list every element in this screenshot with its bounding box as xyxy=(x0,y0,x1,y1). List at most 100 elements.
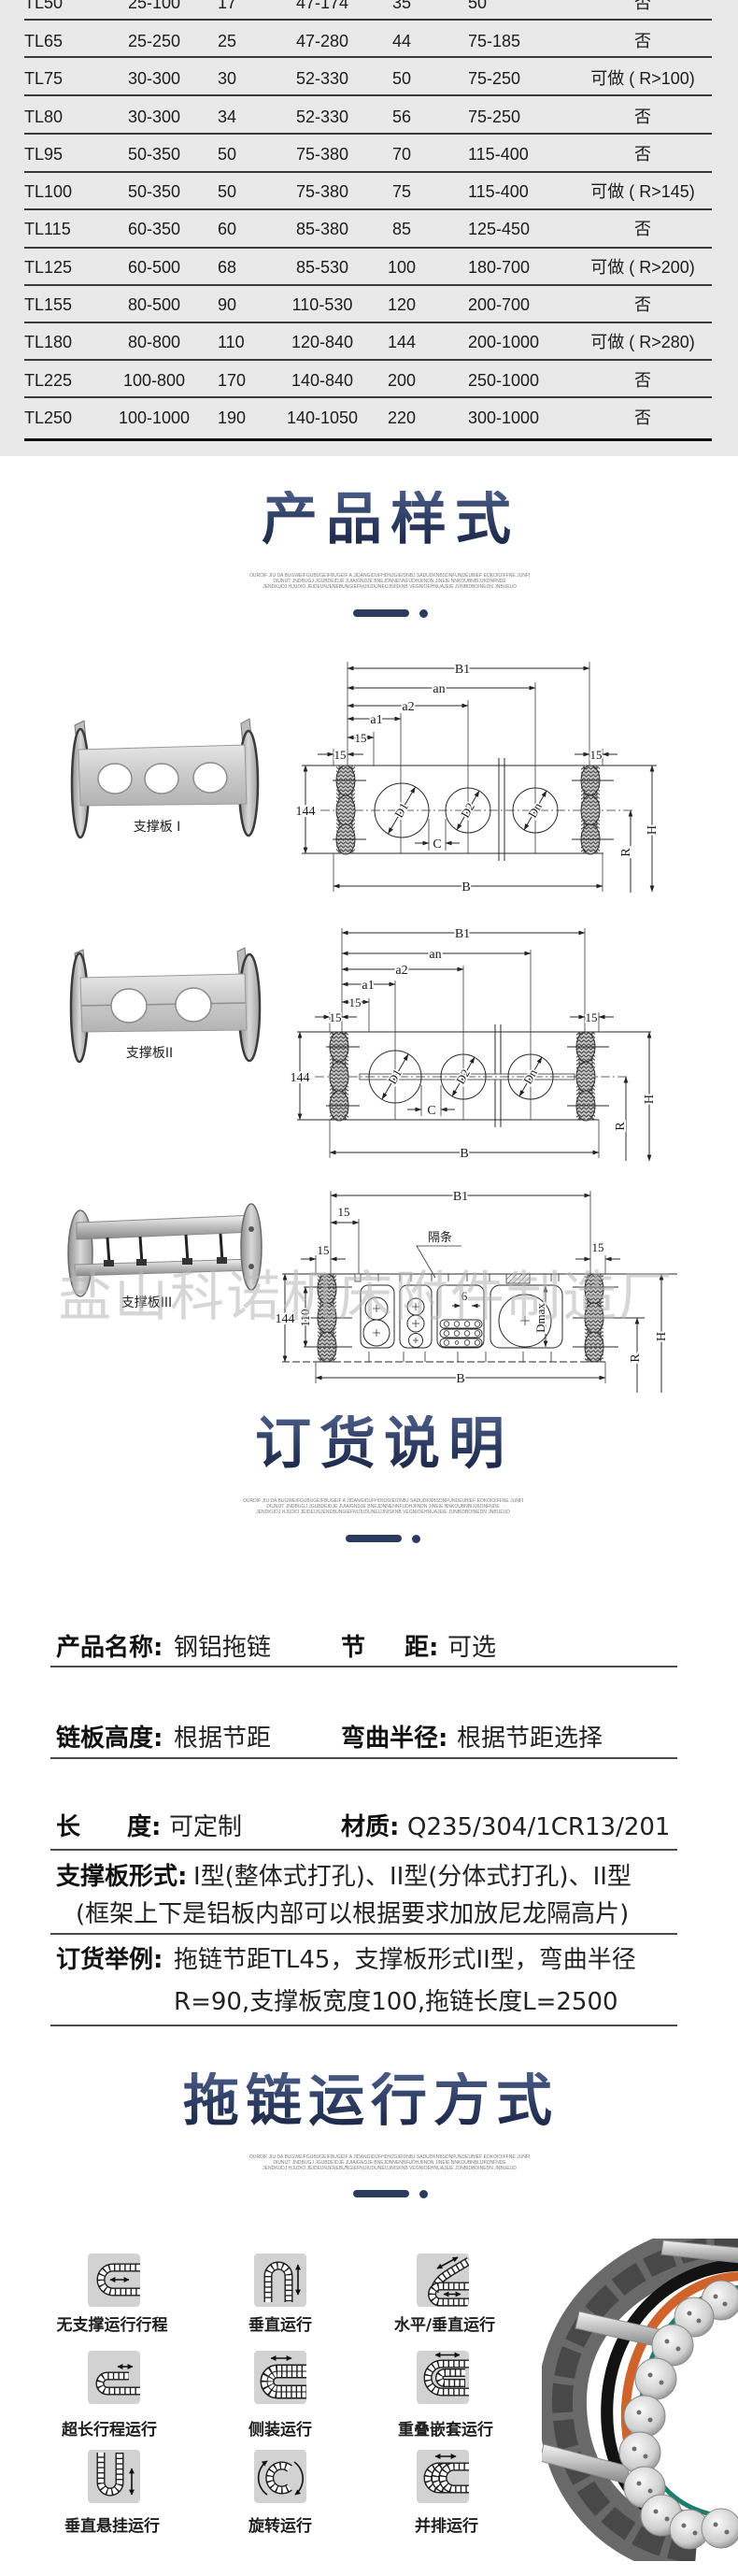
dim-b: B xyxy=(456,1372,464,1386)
cell: 否 xyxy=(634,0,651,12)
field-value-order-example: 拖链节距TL45，支撑板形式II型，弯曲半径 xyxy=(174,1946,636,1974)
cell: 35 xyxy=(391,0,412,12)
run-mode-label: 超长行程运行 xyxy=(62,2421,157,2440)
row-divider xyxy=(50,1849,677,1851)
dim-r: R xyxy=(629,1353,643,1363)
cell: 34 xyxy=(218,107,237,126)
field-label-material: 材质: xyxy=(341,1813,400,1841)
title-underline-bar xyxy=(346,1535,402,1542)
cell-model: TL225 xyxy=(24,371,73,390)
row-divider xyxy=(24,322,712,323)
dim-15-right: 15 xyxy=(592,1240,604,1254)
run-mode-label: 垂直运行 xyxy=(248,2316,312,2335)
dim-15-right: 15 xyxy=(590,748,603,762)
cell: 否 xyxy=(634,32,651,50)
cell: 30-300 xyxy=(127,69,181,88)
side-by-side-icon xyxy=(417,2450,469,2503)
row-divider xyxy=(50,1757,677,1759)
field-value-support-type: I型(整体式打孔)、II型(分体式打孔)、II型 xyxy=(193,1863,632,1891)
support-plate-1-photo: 支撑板 I xyxy=(70,718,260,839)
microtext-line: OURDIF JIU DA BUGWEIFGUBUGEIFBUGEIF A JI… xyxy=(249,573,530,579)
cell-model: TL125 xyxy=(24,258,73,277)
cell-model: TL100 xyxy=(24,182,73,201)
vertical-hanging-icon xyxy=(88,2450,140,2503)
dim-15-right: 15 xyxy=(586,1010,598,1024)
cell-model: TL180 xyxy=(24,333,73,351)
run-mode-label: 并排运行 xyxy=(415,2517,478,2536)
field-label-order-example: 订货举例: xyxy=(56,1946,163,1974)
cell: 50 xyxy=(391,69,412,88)
dim-c: C xyxy=(427,1104,435,1118)
microtext-line: DIUNIJT JNDBUGJ JGUBDEIDJE JUIAIGNDJE BN… xyxy=(266,1504,500,1510)
table-row: TL125 60-500 68 85-530 100 180-700 可做 ( … xyxy=(0,249,738,286)
section-title-run-modes: 拖链运行方式 xyxy=(183,2068,559,2134)
field-label-product-name: 产品名称: xyxy=(56,1634,163,1662)
cell: 300-1000 xyxy=(468,408,540,427)
cell: 115-400 xyxy=(468,145,529,164)
field-value-support-type-note: (框架上下是铝板内部可以根据要求加放尼龙隔高片) xyxy=(76,1900,630,1928)
cell: 85 xyxy=(391,220,412,238)
field-value-material: Q235/304/1CR13/201 xyxy=(407,1813,671,1841)
microtext-line: JENDKUDJ HJUDIO JEIDEUNJENEBUNGIEFNIJIUD… xyxy=(263,584,517,590)
row-divider xyxy=(24,171,712,173)
cell: 200-1000 xyxy=(468,333,540,351)
dim-15-left: 15 xyxy=(318,1243,330,1257)
dim-a2: a2 xyxy=(395,964,407,978)
cell: 可做 ( R>100) xyxy=(590,69,695,88)
section-subtitle-microtext: OURDIF JIU DA BUGWEIFGUBUGEIFBUGEIF A JI… xyxy=(249,2154,530,2171)
run-mode-label: 水平/垂直运行 xyxy=(393,2316,496,2335)
cell: 85-530 xyxy=(295,258,349,277)
table-row: TL115 60-350 60 85-380 85 125-450 否 xyxy=(0,210,738,248)
cell: 75 xyxy=(391,182,412,201)
field-label-length-b: 度: xyxy=(127,1813,162,1841)
field-label-length-a: 长 xyxy=(56,1813,81,1841)
dim-d2: D2 xyxy=(458,800,477,820)
cell: 60-500 xyxy=(127,258,181,277)
cell: 120 xyxy=(387,295,417,314)
cell: 140-1050 xyxy=(286,408,359,427)
title-underline-dot xyxy=(419,2189,428,2198)
cell: 47-280 xyxy=(295,32,349,50)
cell: 110 xyxy=(218,333,245,351)
cell: 否 xyxy=(634,295,651,314)
dim-h: H xyxy=(646,825,660,835)
dim-15-top: 15 xyxy=(338,1205,350,1219)
row-divider xyxy=(50,2025,677,2026)
row-divider xyxy=(24,208,712,210)
section-title-product-styles: 产品样式 xyxy=(262,487,519,552)
row-divider xyxy=(24,133,712,135)
dim-b1: B1 xyxy=(455,927,470,941)
cell: 60 xyxy=(218,220,237,238)
long-travel-icon xyxy=(88,2351,140,2404)
cell: 50-350 xyxy=(127,145,181,164)
dim-b1: B1 xyxy=(453,1190,468,1204)
row-divider xyxy=(50,1933,677,1935)
cell: 115-400 xyxy=(468,182,529,201)
dim-dmax: Dmax xyxy=(533,1303,547,1333)
dim-15-left: 15 xyxy=(330,1010,342,1024)
cell: 否 xyxy=(634,145,651,164)
support-plate-2-drawing: B1 an a2 a1 15 15 15 D1 D2 Dn 144 xyxy=(289,925,660,1163)
cell: 可做 ( R>200) xyxy=(590,258,695,277)
cell: 47-174 xyxy=(295,0,349,12)
table-row: TL65 25-250 25 47-280 44 75-185 否 xyxy=(0,22,738,60)
run-mode-label: 重叠嵌套运行 xyxy=(398,2421,493,2440)
dim-d1: D1 xyxy=(385,1066,404,1086)
field-value-product-name: 钢铝拖链 xyxy=(174,1634,272,1662)
cell: 52-330 xyxy=(295,69,349,88)
cell: 220 xyxy=(387,408,417,427)
cell: 85-380 xyxy=(295,220,349,238)
run-mode-label: 无支撑运行行程 xyxy=(56,2316,168,2335)
support-plate-1-figure: 支撑板 I xyxy=(70,661,661,896)
support-plate-3-photo: 支撑板III xyxy=(67,1203,263,1310)
microtext-line: OURDIF JIU DA BUGWEIFGUBUGEIFBUGEIF A JI… xyxy=(243,1498,523,1504)
compartment-3 xyxy=(436,1284,485,1349)
cell: 50 xyxy=(218,182,237,201)
cell-model: TL80 xyxy=(24,107,64,126)
support-plate-2-label: 支撑板II xyxy=(126,1046,173,1061)
microtext-line: OURDIF JIU DA BUGWEIFGUBUGEIFBUGEIF A JI… xyxy=(249,2154,530,2160)
table-row: TL155 80-500 90 110-530 120 200-700 否 xyxy=(0,286,738,323)
table-bottom-rule xyxy=(24,438,712,441)
compartment-1 xyxy=(360,1284,395,1349)
run-mode-label: 侧装运行 xyxy=(248,2421,312,2440)
